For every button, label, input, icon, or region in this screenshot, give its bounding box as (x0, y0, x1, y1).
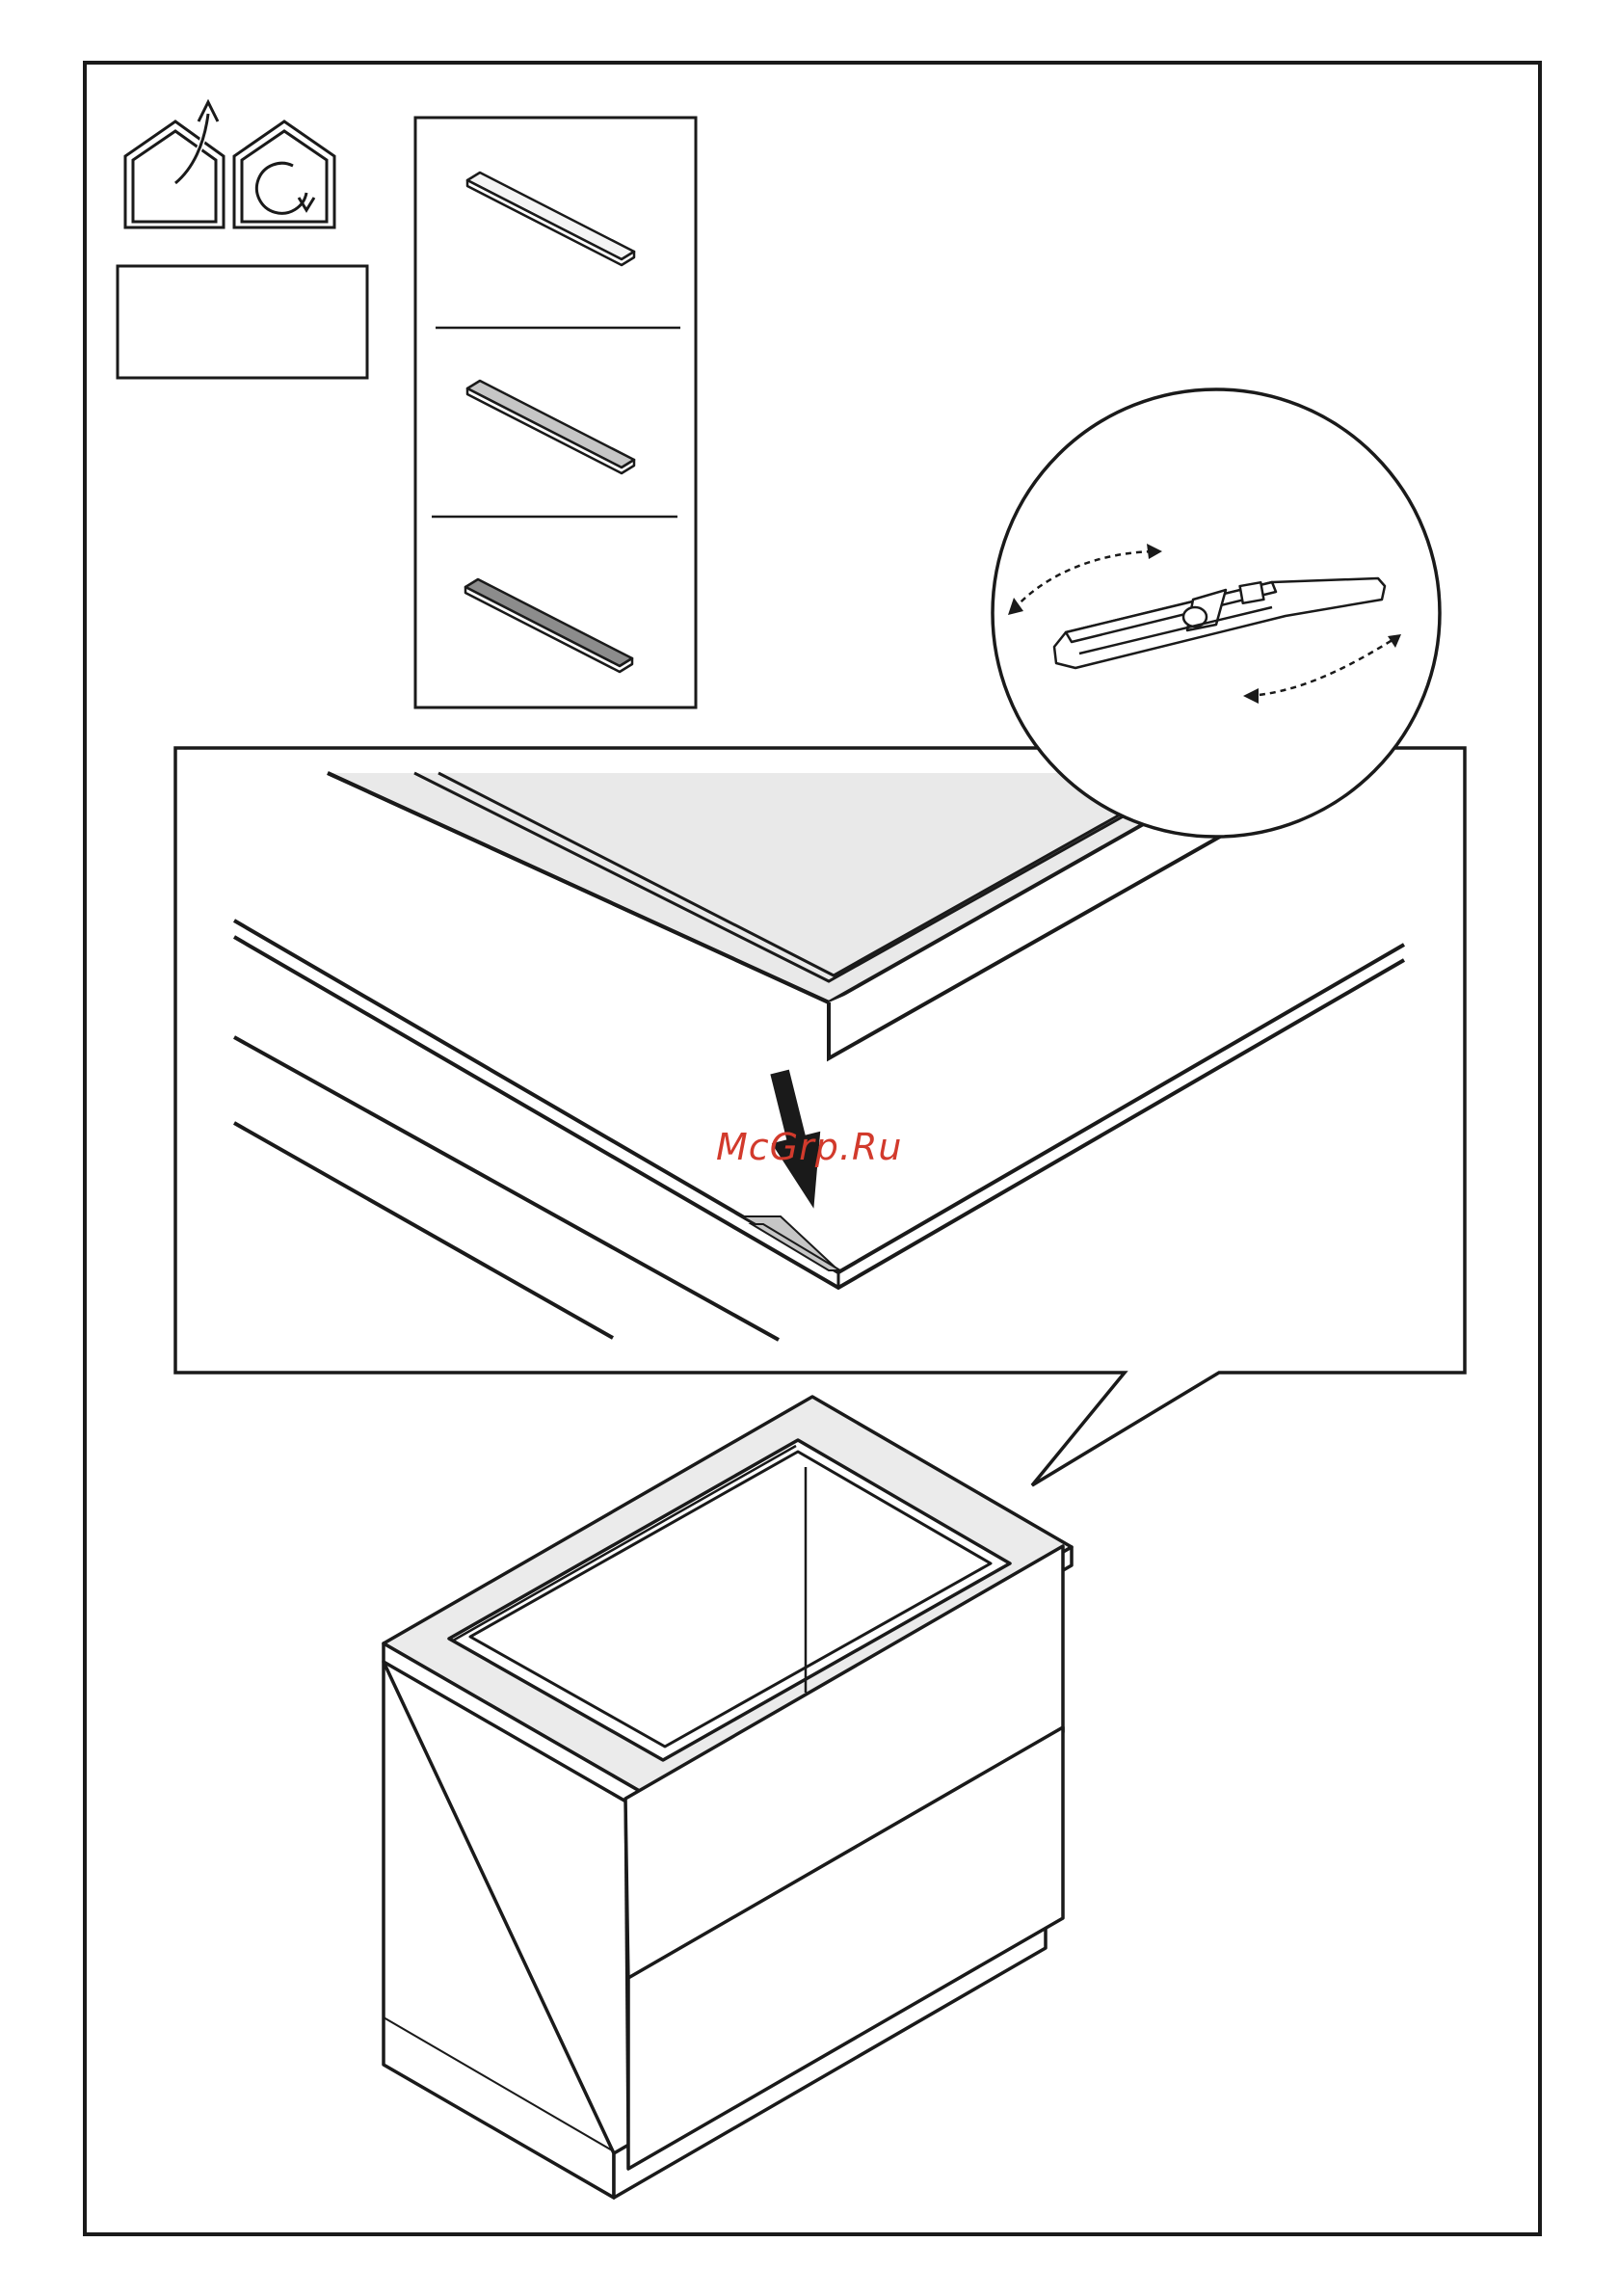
label-box (118, 266, 367, 378)
detail-panel (175, 748, 1465, 1485)
house-rotate-icon (234, 121, 334, 227)
watermark-text: McGrp.Ru (716, 1126, 902, 1168)
shim-panel (415, 118, 696, 707)
kitchen-cabinet (384, 1397, 1072, 2198)
house-arrow-out-icon (125, 102, 224, 227)
level-callout (993, 389, 1440, 837)
